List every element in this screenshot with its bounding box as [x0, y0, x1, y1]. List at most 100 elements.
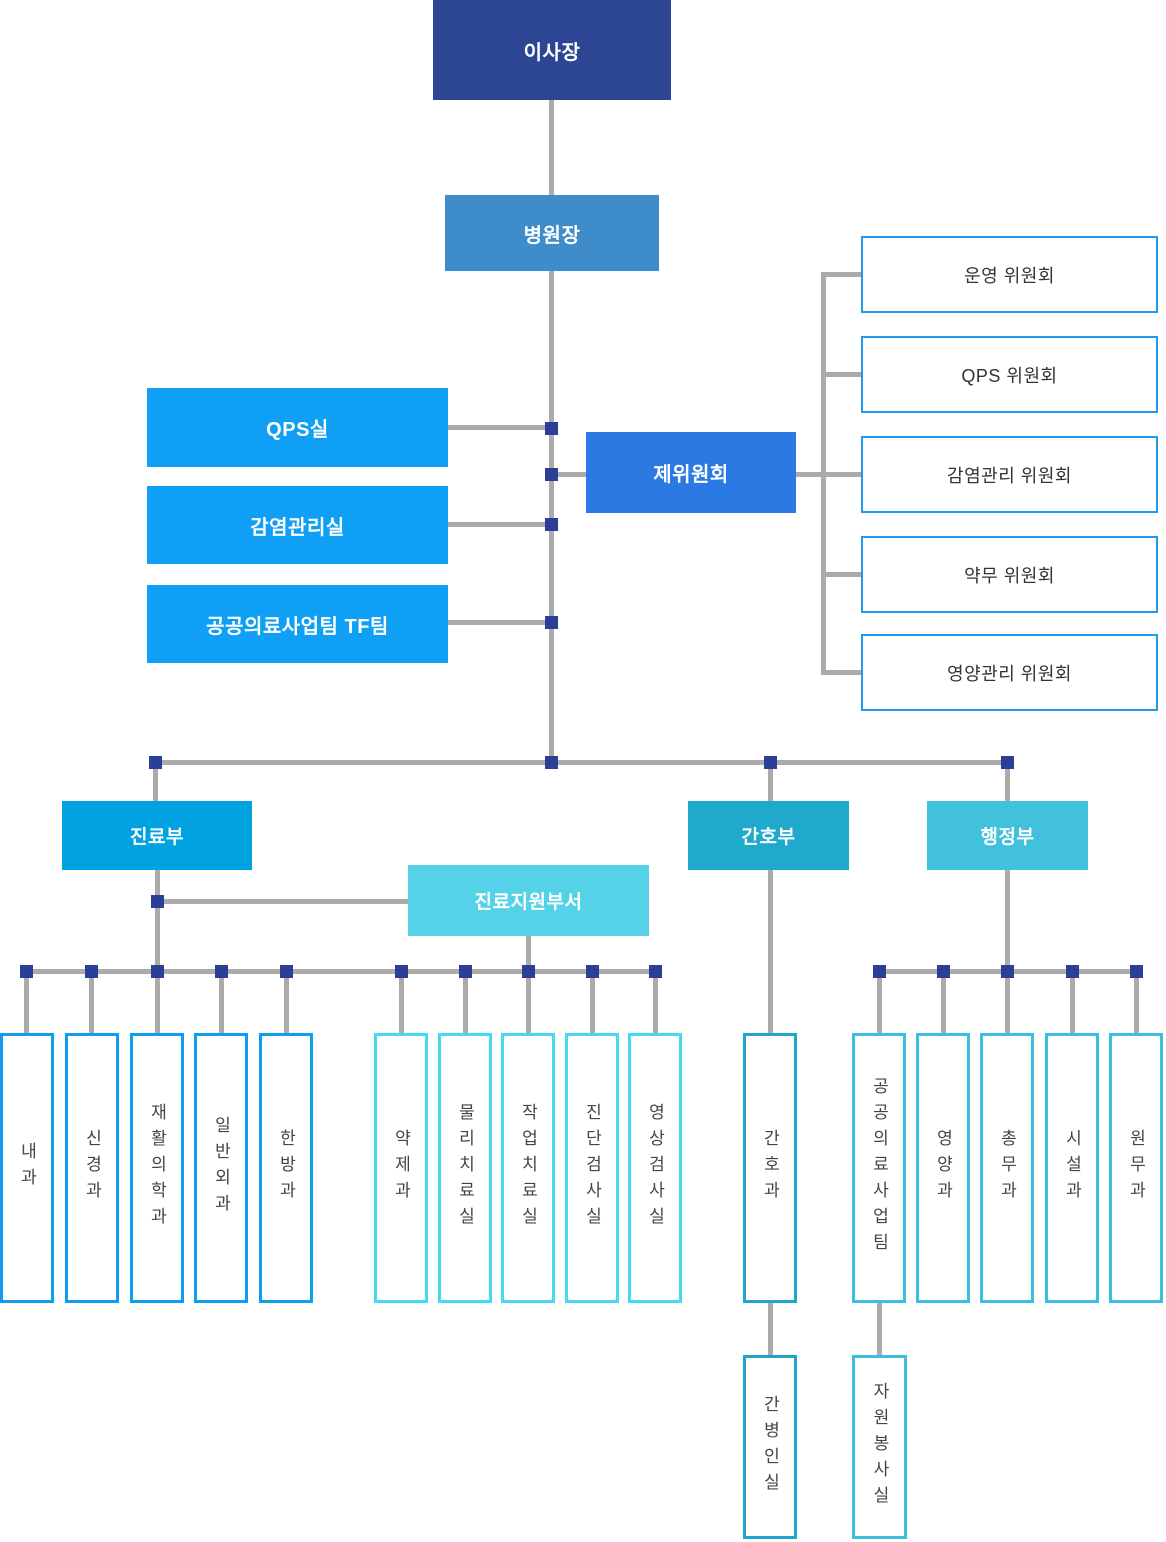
- tf-team-label: 공공의료사업팀 TF팀: [206, 615, 389, 638]
- connector-support-down: [526, 936, 531, 974]
- admin-dept-label: 행정부: [980, 827, 1035, 848]
- committee-label: 약무 위원회: [964, 565, 1055, 586]
- junction-node: [873, 965, 886, 978]
- connector-admin-down: [1005, 870, 1010, 974]
- connector-committee-5: [823, 670, 861, 675]
- connector-children-row-a: [26, 969, 655, 974]
- committee-hub-label: 제위원회: [653, 464, 729, 486]
- committee-label: 운영 위원회: [964, 265, 1055, 286]
- chairman-label: 이사장: [523, 41, 581, 64]
- committee-label: 감염관리 위원회: [947, 465, 1072, 486]
- org-unit-occupational-therapy-room: 작업치료실: [501, 1033, 555, 1303]
- junction-node: [522, 965, 535, 978]
- unit-label: 작업치료실: [518, 1103, 538, 1233]
- junction-node: [280, 965, 293, 978]
- unit-label: 신경과: [82, 1129, 102, 1207]
- junction-node: [151, 895, 164, 908]
- org-node-nursing-dept: 간호부: [688, 801, 849, 870]
- committee-label: 영양관리 위원회: [947, 663, 1072, 684]
- support-dept-label: 진료지원부서: [474, 892, 583, 913]
- connector-caregiver-room: [768, 1303, 773, 1355]
- connector-hub-left: [551, 472, 586, 477]
- stub-occupational-therapy: [526, 974, 531, 1033]
- connector-tf-team: [448, 620, 551, 625]
- connector-hub-right: [796, 472, 861, 477]
- unit-label: 공공의료사업팀: [869, 1077, 889, 1259]
- junction-node: [649, 965, 662, 978]
- junction-node: [545, 616, 558, 629]
- stub-korean-medicine: [284, 974, 289, 1033]
- junction-node: [764, 756, 777, 769]
- junction-node: [1001, 756, 1014, 769]
- org-unit-nutrition: 영양과: [916, 1033, 970, 1303]
- connector-main-horizontal: [153, 760, 1009, 765]
- connector-infection-office: [448, 522, 551, 527]
- stub-nutrition: [941, 974, 946, 1033]
- org-node-committee-hub: 제위원회: [586, 432, 796, 513]
- org-node-infection-control-committee: 감염관리 위원회: [861, 436, 1158, 513]
- org-node-chairman: 이사장: [433, 0, 671, 100]
- junction-node: [545, 756, 558, 769]
- org-node-director: 병원장: [445, 195, 659, 271]
- org-node-public-medical-tf-team: 공공의료사업팀 TF팀: [147, 585, 448, 663]
- stub-public-medical-team: [877, 974, 882, 1033]
- org-unit-physical-therapy-room: 물리치료실: [438, 1033, 492, 1303]
- stub-pharmacy: [399, 974, 404, 1033]
- org-unit-caregiver-room: 간병인실: [743, 1355, 797, 1539]
- unit-label: 자원봉사실: [870, 1382, 889, 1512]
- connector-medical-down: [155, 870, 160, 974]
- connector-to-admin-dept: [1005, 765, 1010, 801]
- org-unit-facilities: 시설과: [1045, 1033, 1099, 1303]
- junction-node: [545, 518, 558, 531]
- org-node-medical-dept: 진료부: [62, 801, 252, 870]
- unit-label: 시설과: [1062, 1129, 1082, 1207]
- connector-committee-trunk: [821, 272, 826, 675]
- org-unit-general-surgery: 일반외과: [194, 1033, 248, 1303]
- org-unit-internal-medicine: 내과: [0, 1033, 54, 1303]
- unit-label: 간병인실: [760, 1395, 780, 1499]
- medical-dept-label: 진료부: [130, 827, 184, 848]
- stub-neurology: [89, 974, 94, 1033]
- org-unit-diagnostic-lab: 진단검사실: [565, 1033, 619, 1303]
- org-node-qps-office: QPS실: [147, 388, 448, 467]
- org-unit-public-medical-team: 공공의료사업팀: [852, 1033, 906, 1303]
- unit-label: 원무과: [1126, 1129, 1146, 1207]
- org-node-operations-committee: 운영 위원회: [861, 236, 1158, 313]
- org-unit-volunteer-room: 자원봉사실: [852, 1355, 907, 1539]
- junction-node: [215, 965, 228, 978]
- org-unit-general-affairs: 총무과: [980, 1033, 1034, 1303]
- junction-node: [85, 965, 98, 978]
- connector-qps-office: [448, 425, 551, 430]
- junction-node: [395, 965, 408, 978]
- unit-label: 물리치료실: [455, 1103, 475, 1233]
- stub-internal-medicine: [24, 974, 29, 1033]
- connector-chairman-director: [549, 100, 554, 195]
- connector-to-medical-dept: [153, 765, 158, 801]
- unit-label: 영양과: [933, 1129, 953, 1207]
- infection-office-label: 감염관리실: [250, 516, 345, 539]
- junction-node: [545, 422, 558, 435]
- unit-label: 간호과: [760, 1129, 780, 1207]
- org-node-infection-control-office: 감염관리실: [147, 486, 448, 564]
- connector-committee-2: [823, 372, 861, 377]
- unit-label: 진단검사실: [582, 1103, 602, 1233]
- org-unit-imaging-lab: 영상검사실: [628, 1033, 682, 1303]
- stub-imaging-lab: [653, 974, 658, 1033]
- connector-committee-4: [823, 572, 861, 577]
- org-unit-nursing-division: 간호과: [743, 1033, 797, 1303]
- unit-label: 재활의학과: [147, 1103, 167, 1233]
- junction-node: [586, 965, 599, 978]
- unit-label: 총무과: [997, 1129, 1017, 1207]
- stub-physical-therapy: [463, 974, 468, 1033]
- junction-node: [1066, 965, 1079, 978]
- stub-general-affairs: [1005, 974, 1010, 1033]
- org-node-nutrition-committee: 영양관리 위원회: [861, 634, 1158, 711]
- junction-node: [149, 756, 162, 769]
- stub-rehabilitation: [155, 974, 160, 1033]
- org-node-admin-dept: 행정부: [927, 801, 1088, 870]
- org-unit-patient-affairs: 원무과: [1109, 1033, 1163, 1303]
- stub-patient-affairs: [1134, 974, 1139, 1033]
- unit-label: 약제과: [391, 1129, 411, 1207]
- org-unit-pharmacy: 약제과: [374, 1033, 428, 1303]
